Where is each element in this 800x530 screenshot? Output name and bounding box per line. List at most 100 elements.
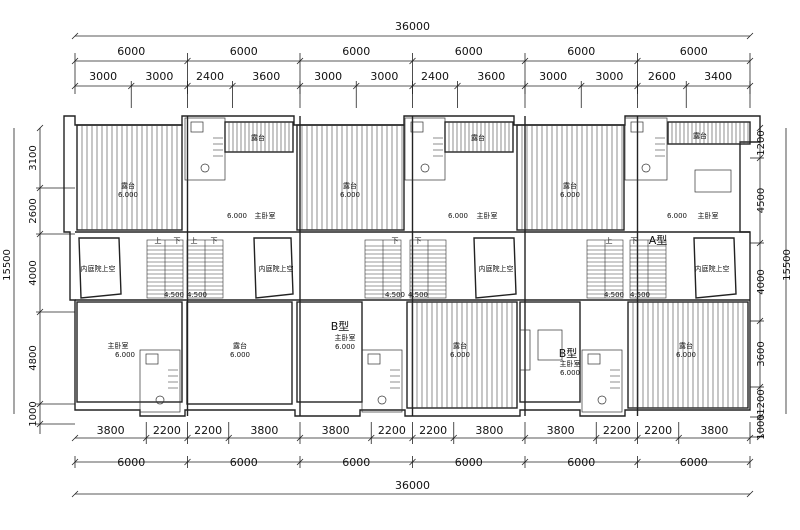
dim-top-unit: 6000 [342,45,370,58]
dim-top-unit: 6000 [567,45,595,58]
dim-top-sub: 2600 [648,70,676,83]
bed-icon [694,169,732,193]
down-label: 下 [415,237,422,245]
level-label: 6.000 [227,212,247,220]
dim-right-sub: 1000 [756,414,767,439]
void-label: 内庭院上空 [81,264,116,273]
dim-right-sub: 1200 [756,130,767,155]
sink-icon [641,163,651,173]
toilet-icon [410,121,424,133]
dim-top-unit: 6000 [117,45,145,58]
type-b-label: B型 [559,346,578,360]
dim-right-sub: 1200 [756,389,767,414]
level-label: 4.500 [604,291,624,299]
master-bed-label: 主卧室 [108,341,129,350]
master-bed-label: 主卧室 [255,211,276,220]
dim-top-sub: 2400 [421,70,449,83]
courtyard-void [473,237,517,299]
toilet-icon [587,353,601,365]
dim-left-sub: 1000 [28,401,39,426]
level-label: 6.000 [560,191,580,199]
master-bed-label: 主卧室 [560,359,581,368]
dim-top-sub: 3000 [314,70,342,83]
down-label: 下 [631,237,638,245]
dim-top-sub: 3600 [252,70,280,83]
dim-bottom-sub: 3800 [547,424,575,437]
courtyard-void [253,237,294,299]
level-label: 4.500 [187,291,207,299]
dim-right-sub: 4500 [756,188,767,213]
dim-tick [71,82,79,90]
dim-right-sub: 4000 [756,269,767,294]
deck-hatching [81,122,749,408]
dim-bottom-unit: 6000 [117,456,145,469]
dim-top-sub: 3000 [370,70,398,83]
dim-top-unit: 6000 [455,45,483,58]
room [296,301,363,403]
dim-top-sub: 3000 [539,70,567,83]
bathroom [404,117,446,181]
master-bed-label: 主卧室 [698,211,719,220]
dim-bottom-sub: 2200 [194,424,222,437]
toilet-icon [145,353,159,365]
dim-bottom-sub: 3800 [700,424,728,437]
sink-icon [420,163,430,173]
room [76,301,183,403]
level-label: 6.000 [335,343,355,351]
up-label: 上 [191,236,198,245]
dim-bottom-unit: 6000 [455,456,483,469]
bathroom [139,349,181,413]
terrace-label: 露台 [343,181,357,190]
dim-left-sub: 4800 [28,345,39,370]
fixtures [139,117,732,413]
level-label: 6.000 [118,191,138,199]
desk-icon [519,329,531,371]
sink-icon [377,395,387,405]
terrace-label: 露台 [453,341,467,350]
level-label: 6.000 [230,351,250,359]
level-label: 6.000 [450,351,470,359]
type-a-label: A型 [649,233,668,247]
dim-top-sub: 3000 [595,70,623,83]
terrace-small-2 [667,121,751,145]
level-label: 4.500 [164,291,184,299]
sink-icon [200,163,210,173]
small-terrace-label: 露台 [471,133,485,142]
dim-bottom-sub: 2200 [153,424,181,437]
level-label: 6.000 [448,212,468,220]
level-label: 6.000 [676,351,696,359]
toilet-icon [190,121,204,133]
dim-top-sub: 2400 [196,70,224,83]
terrace-label: 露台 [233,341,247,350]
up-label: 上 [606,236,613,245]
dim-tick [746,490,754,498]
dim-bottom-sub: 3800 [250,424,278,437]
level-label: 6.000 [667,212,687,220]
down-label: 下 [392,237,399,245]
room [186,301,293,405]
terrace-label: 露台 [679,341,693,350]
void-label: 内庭院上空 [259,264,294,273]
dim-bottom-total: 36000 [395,479,430,492]
small-terrace-label: 露台 [251,133,265,142]
terrace-label: 露台 [563,181,577,190]
dim-left-sub: 2600 [28,198,39,223]
master-bed-label: 主卧室 [477,211,498,220]
dim-tick [746,32,754,40]
courtyard-void [693,237,737,299]
dimension-lines [13,32,787,498]
dim-left-sub: 4000 [28,260,39,285]
dim-bottom-sub: 3800 [97,424,125,437]
dim-right-sub: 3600 [756,341,767,366]
terrace-top-0 [76,124,183,231]
sink-icon [155,395,165,405]
master-bed-label: 主卧室 [335,333,356,342]
dim-bottom-sub: 2200 [378,424,406,437]
level-label: 4.500 [408,291,428,299]
dim-bottom-sub: 3800 [475,424,503,437]
dim-tick [36,124,44,132]
dim-top-sub: 3400 [704,70,732,83]
down-label: 下 [211,237,218,245]
small-terrace-label: 露台 [693,131,707,140]
dim-top-sub: 3000 [145,70,173,83]
